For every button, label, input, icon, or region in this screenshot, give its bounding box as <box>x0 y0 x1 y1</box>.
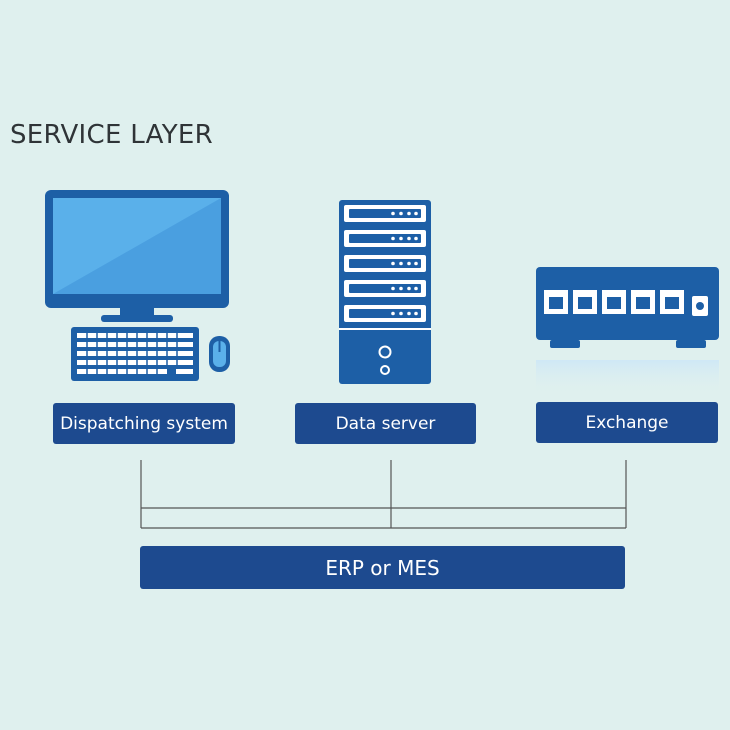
erp-mes-box: ERP or MES <box>140 546 625 589</box>
page-title: SERVICE LAYER <box>10 120 214 150</box>
connector-lines <box>140 460 627 529</box>
node-label-dispatching-system: Dispatching system <box>53 403 235 444</box>
network-switch-icon <box>536 267 719 396</box>
node-label-exchange: Exchange <box>536 402 718 443</box>
node-label-data-server: Data server <box>295 403 476 444</box>
desktop-computer-icon <box>45 190 230 381</box>
server-rack-icon <box>339 200 431 384</box>
